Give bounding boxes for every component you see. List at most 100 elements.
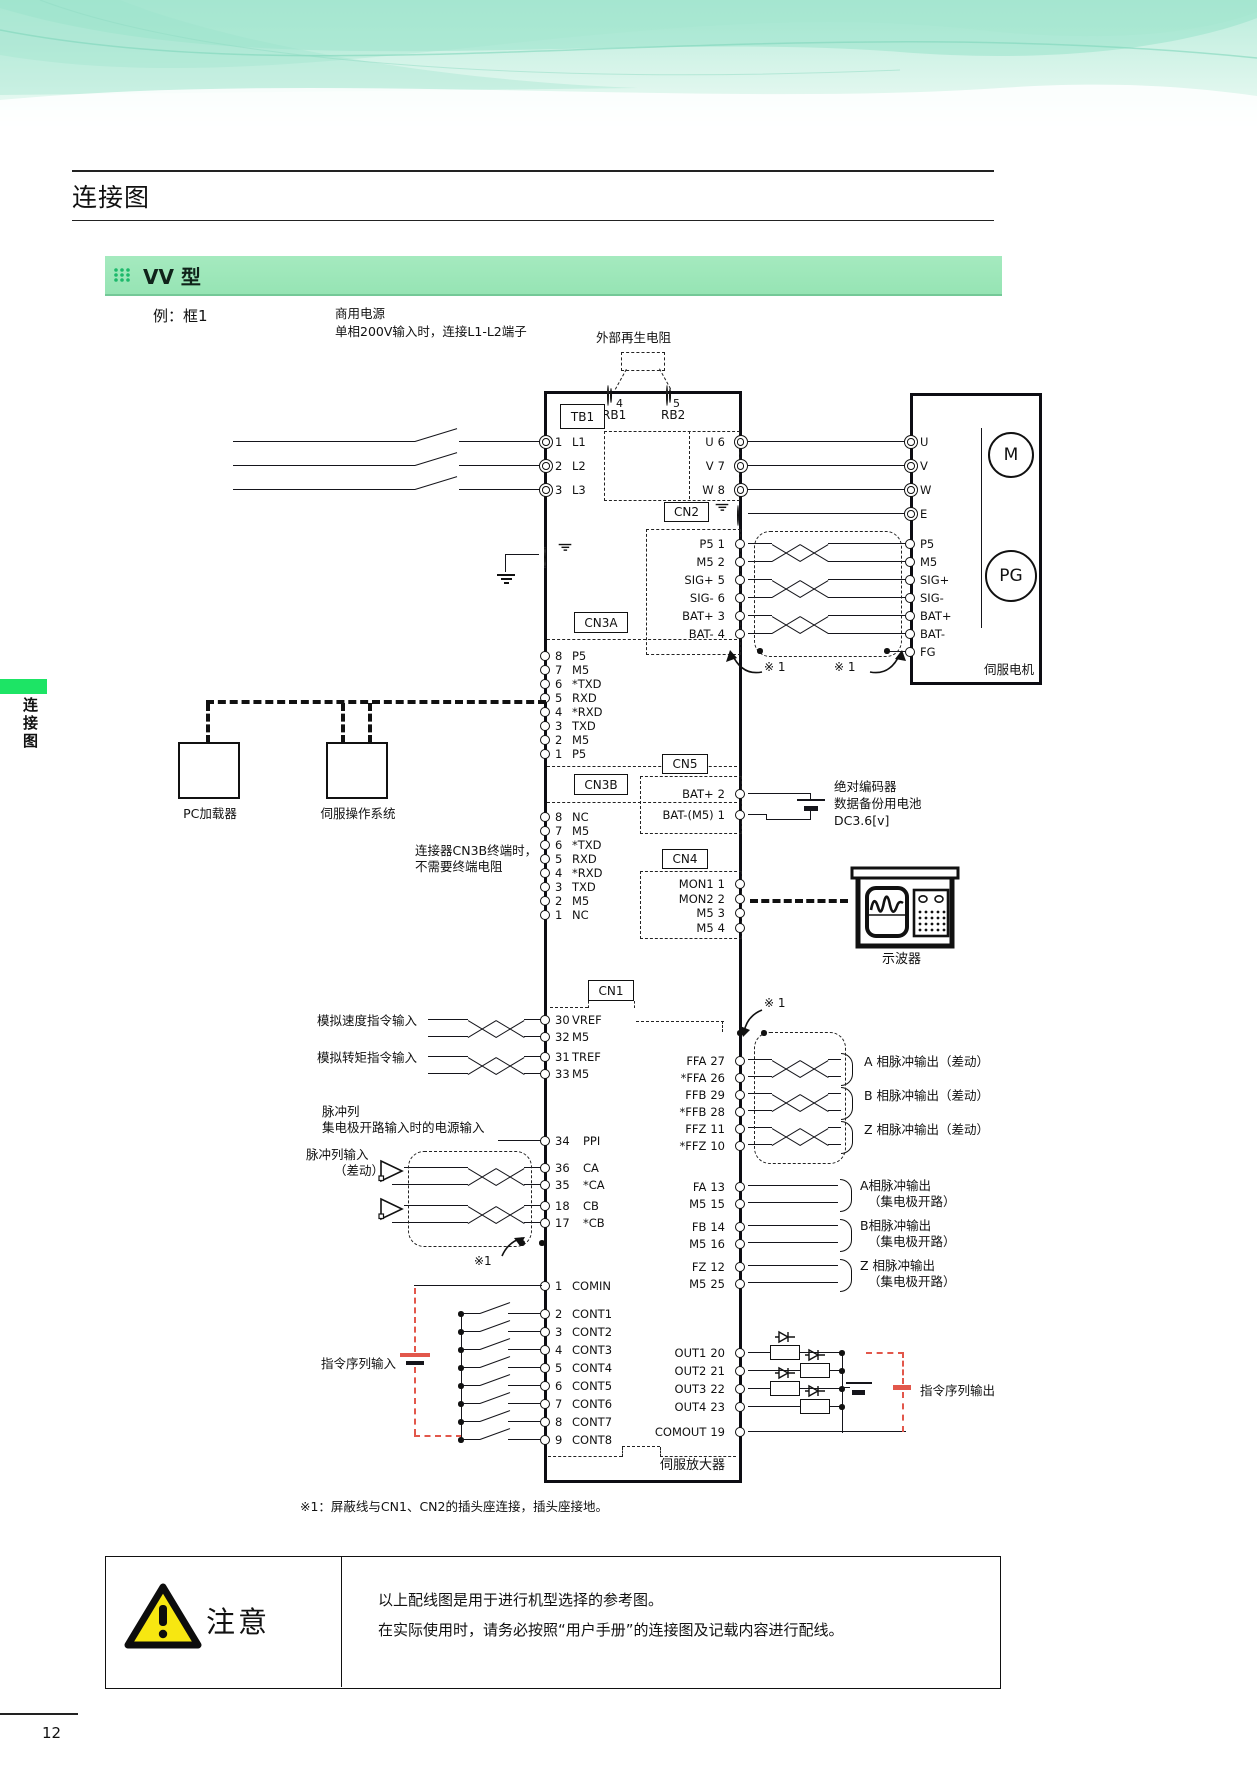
pin-name: FB xyxy=(691,1219,707,1234)
battery-note-1: 绝对编码器 xyxy=(834,779,897,794)
pin-number: 1 xyxy=(717,807,725,822)
pin-row: 35*CA xyxy=(540,1176,661,1193)
pin-circle xyxy=(735,1261,745,1272)
pin-circle xyxy=(540,826,550,836)
sidebar-tab-label: 连接图 xyxy=(21,697,39,751)
cn4-dashed-block xyxy=(640,871,742,939)
pin-circle xyxy=(540,749,550,759)
pin-name: MON2 xyxy=(678,891,714,906)
pin-row: FG xyxy=(905,643,1038,661)
pin-number: 36 xyxy=(555,1160,570,1175)
diff-buffer-icon xyxy=(378,1197,404,1221)
section-banner: VV 型 xyxy=(105,256,1002,296)
ground-icon xyxy=(715,503,729,513)
pin-circle xyxy=(540,812,550,822)
pin-name: M5 xyxy=(572,733,590,747)
pin-row: 4*RXD xyxy=(540,866,661,880)
pin-number: 14 xyxy=(710,1219,725,1234)
pin-circle xyxy=(905,539,915,549)
pin-name: *TXD xyxy=(572,838,602,852)
pin-name: CONT7 xyxy=(572,1415,613,1429)
pin-number: 1 xyxy=(555,435,563,449)
pin-circle xyxy=(735,1348,745,1358)
rb2-label: RB2 xyxy=(661,408,686,422)
pin-circle xyxy=(905,611,915,621)
ref-mark: ※ 1 xyxy=(834,660,856,674)
bracket xyxy=(840,1219,852,1252)
pin-number: 4 xyxy=(717,627,725,641)
pin-name: CONT8 xyxy=(572,1433,613,1447)
pin-name: RXD xyxy=(572,852,597,866)
pin-circle xyxy=(735,611,745,621)
pin-row: P5 xyxy=(905,535,1038,553)
pin-name: M5 xyxy=(572,1029,590,1044)
servo-amplifier-box xyxy=(544,391,742,1483)
oc-output-b-1: B相脉冲输出 xyxy=(860,1218,932,1233)
pin-row: E xyxy=(903,502,1038,526)
header-wave-art xyxy=(0,0,1257,137)
pin-number: 3 xyxy=(555,483,563,497)
pin-name: U xyxy=(920,435,929,449)
pin-name: BAT-(M5) xyxy=(662,807,714,822)
pin-circle xyxy=(540,1179,550,1190)
pin-number: 1 xyxy=(555,1279,563,1293)
pin-number: 34 xyxy=(555,1134,570,1148)
pin-number: 8 xyxy=(717,483,725,497)
pin-circle xyxy=(905,557,915,567)
analog-torque-label: 模拟转矩指令输入 xyxy=(317,1050,418,1065)
cn3b-note-2: 不需要终端电阻 xyxy=(415,859,503,874)
pin-name: SIG+ xyxy=(920,573,950,587)
pin-circle xyxy=(540,868,550,878)
pin-name: *FFB xyxy=(679,1104,707,1119)
pin-circle xyxy=(540,721,550,731)
terminal-circle xyxy=(538,435,553,449)
pin-circle xyxy=(540,854,550,864)
pin-number: 10 xyxy=(710,1138,725,1153)
pin-number: 3 xyxy=(555,719,563,733)
battery-note-3: DC3.6[v] xyxy=(834,813,890,828)
pin-circle xyxy=(540,1381,550,1391)
pin-number: 1 xyxy=(555,747,563,761)
pin-number: 33 xyxy=(555,1066,570,1081)
shield-dot xyxy=(761,1030,767,1036)
pin-name: M5 xyxy=(572,663,590,677)
oc-output-z-1: Z 相脉冲输出 xyxy=(860,1258,936,1273)
pin-name: M5 xyxy=(689,1276,707,1291)
pin-number: 3 xyxy=(555,1325,563,1339)
pin-circle xyxy=(540,882,550,892)
pin-number: 7 xyxy=(717,459,725,473)
pin-number: 6 xyxy=(555,677,563,691)
pin-row: BAT-(M5)1 xyxy=(632,804,745,825)
pin-name: MON1 xyxy=(678,877,714,892)
pin-circle xyxy=(540,735,550,745)
pin-name: CONT6 xyxy=(572,1397,613,1411)
load-box xyxy=(800,1399,830,1414)
pin-row: SIG+ xyxy=(905,571,1038,589)
pin-number: 23 xyxy=(710,1400,725,1414)
pin-circle xyxy=(540,665,550,675)
ground-icon xyxy=(558,543,572,553)
pin-circle xyxy=(735,575,745,585)
pin-name: M5 xyxy=(572,824,590,838)
